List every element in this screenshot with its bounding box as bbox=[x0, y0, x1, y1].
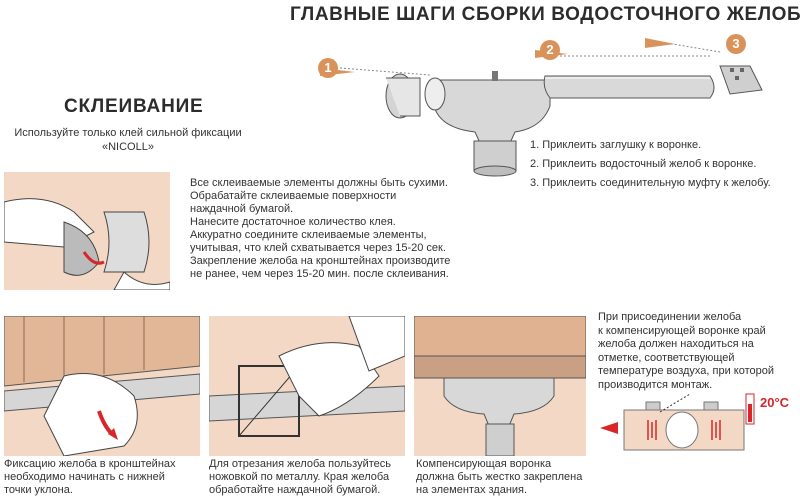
note-line: желоба должен находиться на bbox=[598, 338, 754, 350]
coupling-part bbox=[719, 65, 763, 95]
note-line: При присоединении желоба bbox=[598, 311, 742, 323]
instruction-line: Нанесите достаточное количество клея. bbox=[190, 216, 396, 228]
page-title: ГЛАВНЫЕ ШАГИ СБОРКИ ВОДОСТОЧНОГО ЖЕЛОБА bbox=[290, 4, 800, 25]
alignment-guides bbox=[339, 40, 721, 76]
compensation-diagram bbox=[600, 392, 756, 458]
instruction-line: Аккуратно соедините склеиваемые элементы… bbox=[190, 229, 427, 241]
gluing-subtitle: Используйте только клей сильной фиксации… bbox=[0, 126, 256, 154]
assembly-steps-list: 1. Приклеить заглушку к воронке. 2. Прик… bbox=[530, 136, 771, 193]
caption-line: Компенсирующая воронка bbox=[416, 458, 552, 470]
note-line: отметке, соответствующей bbox=[598, 351, 735, 364]
step-badge-2: 2 bbox=[540, 40, 560, 60]
assembly-step: 1. Приклеить заглушку к воронке. bbox=[530, 139, 702, 151]
caption-cutting: Для отрезания желоба пользуйтесь ножовко… bbox=[209, 458, 405, 497]
assembly-step: 3. Приклеить соединительную муфту к жело… bbox=[530, 177, 771, 189]
section-title-gluing: СКЛЕИВАНИЕ bbox=[64, 96, 204, 117]
caption-line: Для отрезания желоба пользуйтесь bbox=[209, 458, 391, 470]
instruction-line: Обрабатайте склеиваемые поверхности bbox=[190, 190, 397, 202]
caption-bracket-fixing: Фиксацию желоба в кронштейнах необходимо… bbox=[4, 458, 200, 497]
step-badge-1: 1 bbox=[318, 58, 338, 78]
caption-line: необходимо начинать с нижней bbox=[4, 471, 165, 483]
gluing-instructions: Все склеиваемые элементы должны быть сух… bbox=[190, 177, 500, 281]
assembly-step: 2. Приклеить водосточный желоб к воронке… bbox=[530, 158, 757, 170]
subtitle-line: «NICOLL» bbox=[102, 141, 154, 153]
compensating-funnel-illustration bbox=[414, 316, 586, 456]
caption-line: на элементах здания. bbox=[416, 484, 528, 496]
caption-line: точки уклона. bbox=[4, 484, 73, 496]
funnel-part bbox=[424, 71, 551, 177]
bracket-fixing-illustration bbox=[4, 316, 200, 456]
gluing-illustration bbox=[4, 172, 170, 290]
instruction-line: Закрепление желоба на кронштейнах произв… bbox=[190, 255, 451, 267]
subtitle-line: Используйте только клей сильной фиксации bbox=[14, 127, 242, 139]
instruction-line: учитывая, что клей схватывается через 15… bbox=[190, 242, 446, 254]
caption-line: обработайте наждачной бумагой. bbox=[209, 484, 381, 496]
gutter-part bbox=[543, 75, 715, 99]
gutter-cutting-illustration bbox=[209, 316, 405, 456]
caption-line: Фиксацию желоба в кронштейнах bbox=[4, 458, 176, 470]
end-cap-part bbox=[385, 73, 421, 119]
caption-line: должна быть жестко закреплена bbox=[416, 471, 583, 483]
gutter-assembly-illustration bbox=[320, 38, 763, 177]
note-line: к компенсирующей воронке край bbox=[598, 324, 766, 337]
note-line: производится монтаж. bbox=[598, 378, 713, 391]
instruction-line: не ранее, чем через 15-20 мин. после скл… bbox=[190, 268, 449, 280]
instruction-line: Все склеиваемые элементы должны быть сух… bbox=[190, 177, 448, 189]
step-badge-3: 3 bbox=[726, 34, 746, 54]
caption-line: ножовкой по металлу. Края желоба bbox=[209, 471, 390, 483]
temperature-label: 20°C bbox=[760, 395, 790, 410]
note-line: температуре воздуха, при которой bbox=[598, 365, 775, 377]
instruction-line: наждачной бумагой. bbox=[190, 203, 294, 215]
compensation-note: При присоединении желоба к компенсирующе… bbox=[598, 311, 798, 392]
caption-funnel: Компенсирующая воронка должна быть жестк… bbox=[416, 458, 586, 497]
